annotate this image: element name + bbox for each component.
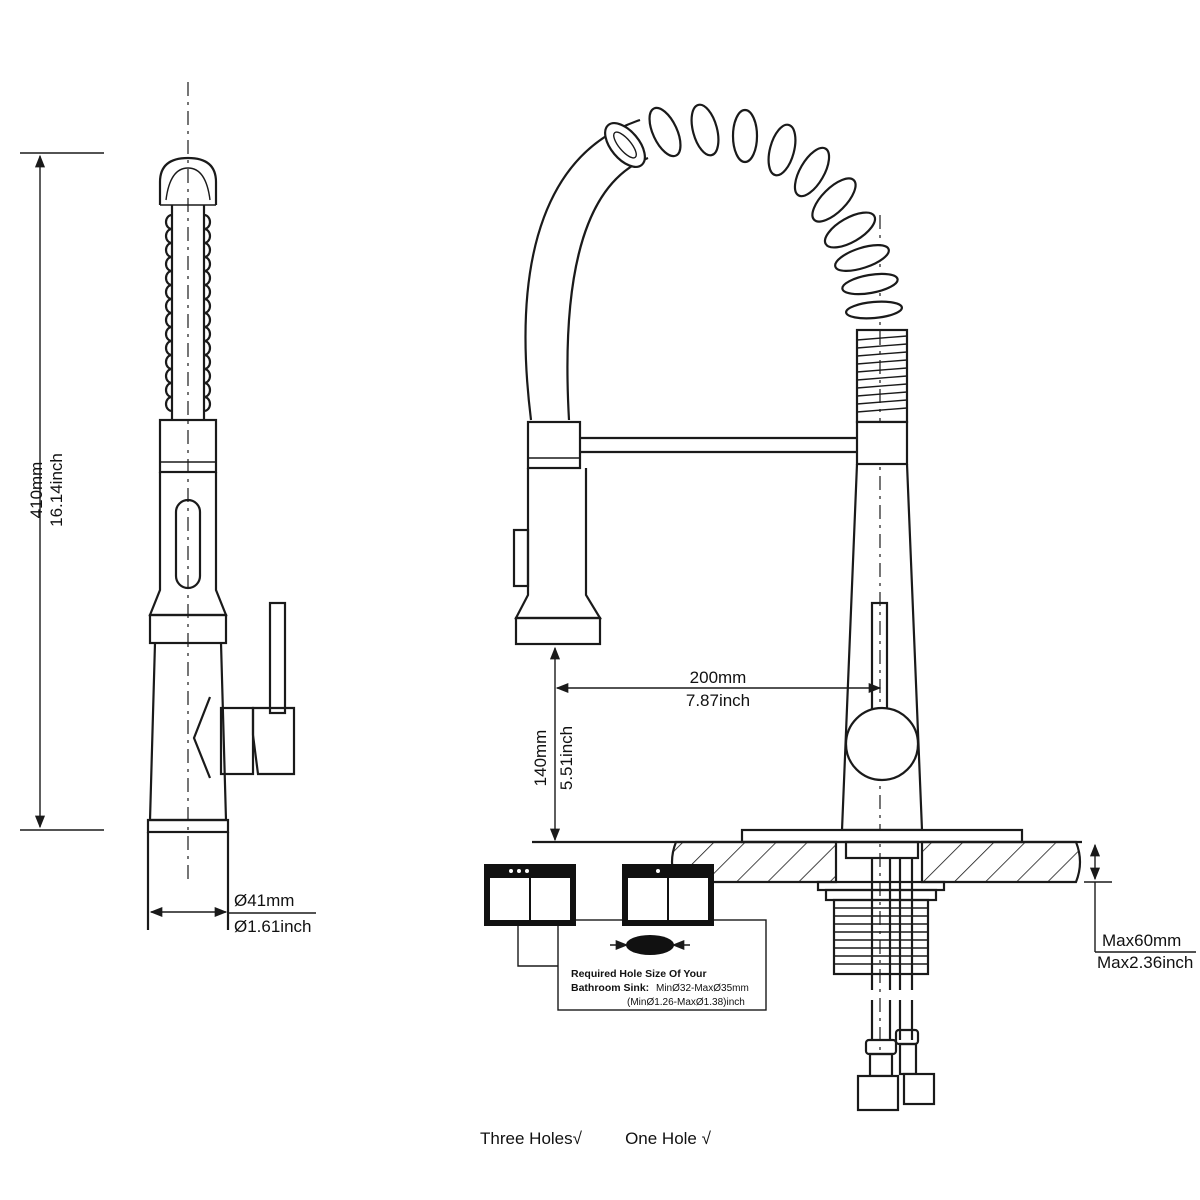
- base-diameter-mm-label: Ø41mm: [234, 891, 294, 910]
- front-hose-outer: [524, 118, 641, 421]
- hole-info-range-mm: MinØ32-MaxØ35mm: [656, 983, 749, 994]
- front-view: [512, 103, 1196, 1112]
- one-hole-label: One Hole √: [625, 1129, 712, 1148]
- reach-mm-label: 200mm: [690, 668, 747, 687]
- side-sprayer-head: [148, 418, 228, 645]
- spout-height-mm-label: 140mm: [531, 730, 550, 787]
- hole-info-range-inch: (MinØ1.26-MaxØ1.38)inch: [627, 997, 745, 1008]
- side-spring: [164, 205, 212, 420]
- hole-info-title-line2: Bathroom Sink:: [571, 982, 649, 994]
- supply-hoses: [856, 1000, 936, 1112]
- three-holes-label: Three Holes√: [480, 1129, 583, 1148]
- deck-max-mm-label: Max60mm: [1102, 931, 1181, 950]
- base-diameter-inch-label: Ø1.61inch: [234, 917, 312, 936]
- front-spring-coils: [604, 103, 904, 320]
- side-view: [20, 82, 316, 930]
- front-body: [840, 420, 924, 832]
- deck-max-inch-label: Max2.36inch: [1097, 953, 1193, 972]
- spout-height-inch-label: 5.51inch: [557, 726, 576, 790]
- height-dimension: [20, 152, 104, 831]
- side-handle: [219, 601, 296, 776]
- base-width-dimension: [149, 906, 316, 918]
- three-holes-sink-icon: [484, 864, 576, 926]
- height-mm-label: 410mm: [27, 462, 46, 519]
- deck-thickness-dimension: [1084, 843, 1196, 953]
- mounting-hardware: [816, 840, 946, 990]
- hole-info-title-line1: Required Hole Size Of Your: [571, 968, 707, 980]
- front-sprayer-head: [512, 420, 602, 646]
- side-top-cap: [158, 156, 218, 205]
- deck-section: [532, 840, 1082, 884]
- escutcheon-plate: [740, 828, 1024, 844]
- hole-shape-icon: [626, 935, 674, 955]
- reach-inch-label: 7.87inch: [686, 691, 750, 710]
- front-tight-coil: [855, 328, 909, 424]
- height-inch-label: 16.14inch: [47, 453, 66, 527]
- side-body: [146, 642, 230, 930]
- one-hole-sink-icon: [622, 864, 714, 926]
